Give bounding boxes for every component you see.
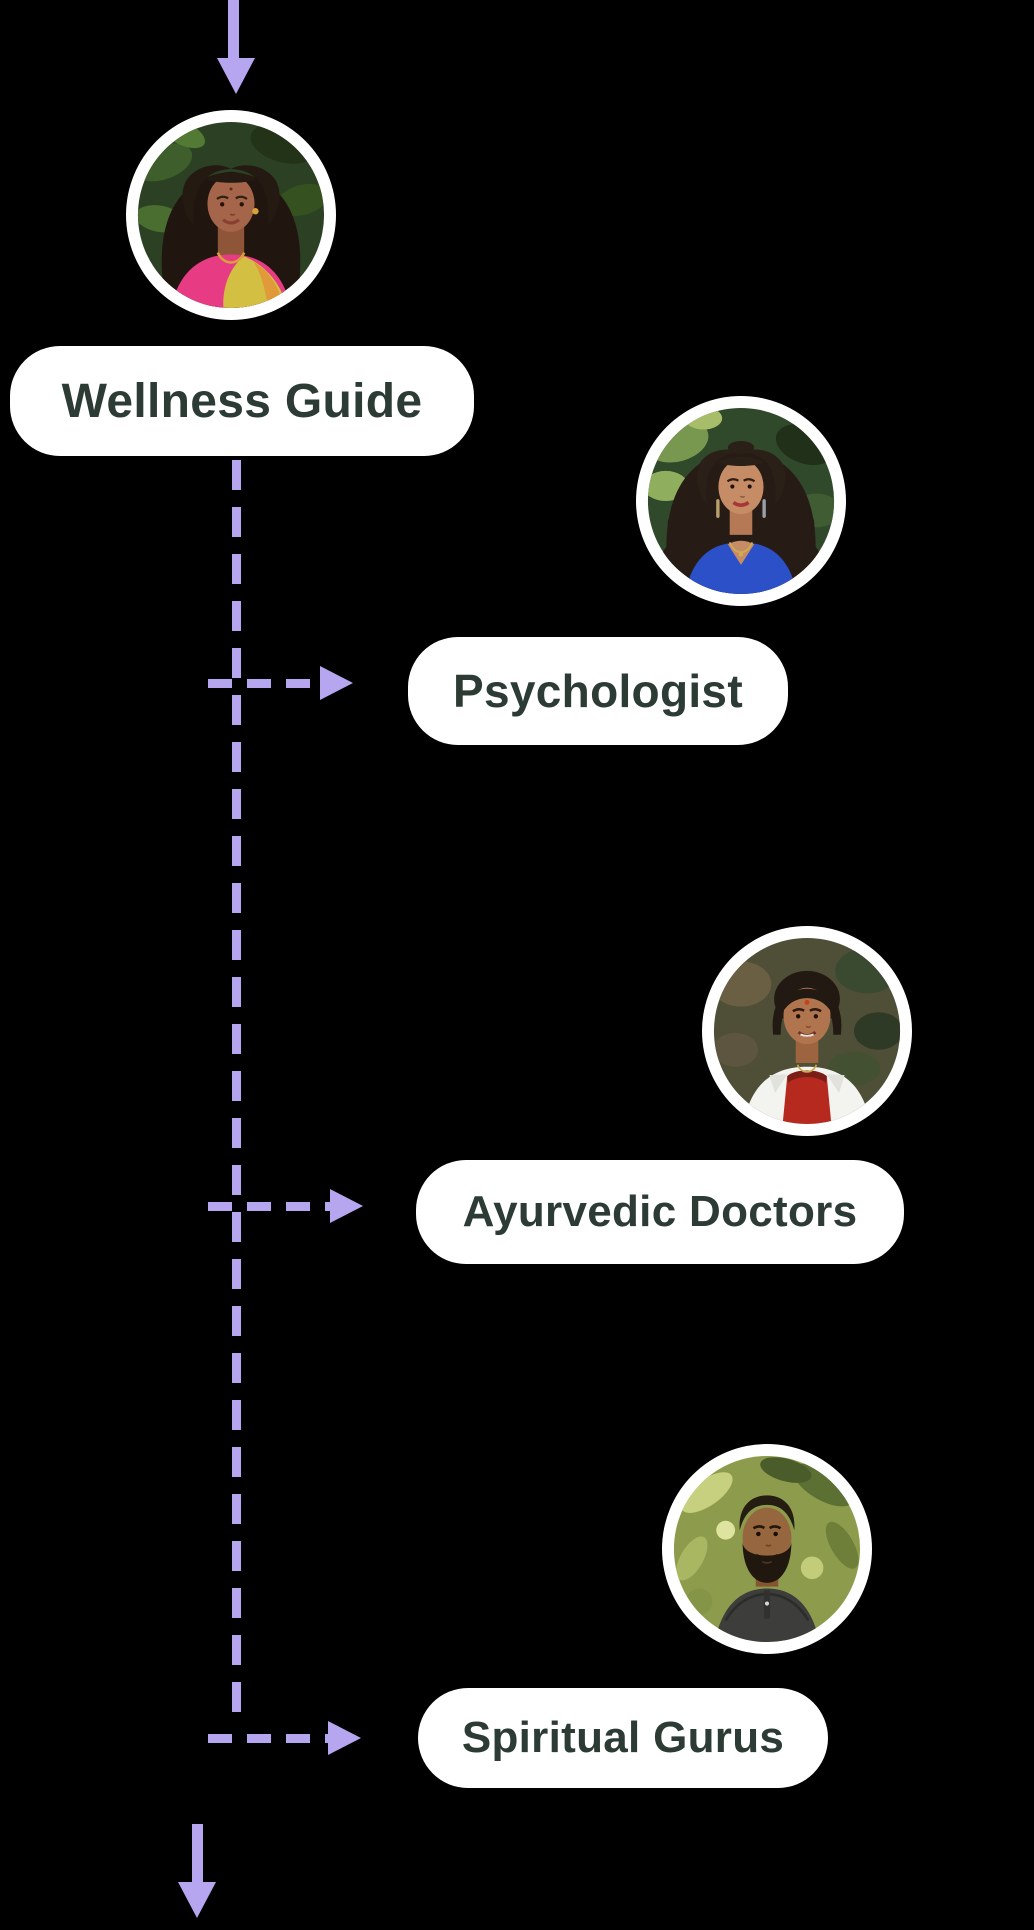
ayurvedic-doctor-photo xyxy=(713,937,901,1125)
psychologist-photo xyxy=(647,407,835,595)
flow-exit-arrow-shaft xyxy=(192,1824,203,1884)
node-spiritual-gurus: Spiritual Gurus xyxy=(418,1688,828,1788)
psychologist-label: Psychologist xyxy=(453,665,743,717)
right-arrowhead-icon xyxy=(320,666,353,700)
spiritual-guru-avatar xyxy=(662,1444,872,1654)
trunk-dashed-connector xyxy=(232,460,241,1712)
branch-connector-spiritual-gurus xyxy=(208,1734,328,1743)
psychologist-avatar xyxy=(636,396,846,606)
wellness-guide-label: Wellness Guide xyxy=(61,374,423,428)
spiritual-gurus-label: Spiritual Gurus xyxy=(461,1713,785,1762)
ayurvedic-doctor-avatar xyxy=(702,926,912,1136)
node-ayurvedic-doctors: Ayurvedic Doctors xyxy=(416,1160,904,1264)
right-arrowhead-icon xyxy=(328,1721,361,1755)
wellness-guide-photo xyxy=(137,121,325,309)
branch-connector-psychologist xyxy=(208,679,320,688)
down-arrow-icon xyxy=(217,58,255,94)
node-wellness-guide: Wellness Guide xyxy=(10,346,474,456)
wellness-guide-avatar xyxy=(126,110,336,320)
down-arrow-icon xyxy=(178,1882,216,1918)
node-psychologist: Psychologist xyxy=(408,637,788,745)
flow-entry-arrow-shaft xyxy=(228,0,239,62)
right-arrowhead-icon xyxy=(330,1189,363,1223)
branch-connector-ayurvedic-doctors xyxy=(208,1202,330,1211)
spiritual-guru-photo xyxy=(673,1455,861,1643)
ayurvedic-doctors-label: Ayurvedic Doctors xyxy=(462,1187,858,1236)
